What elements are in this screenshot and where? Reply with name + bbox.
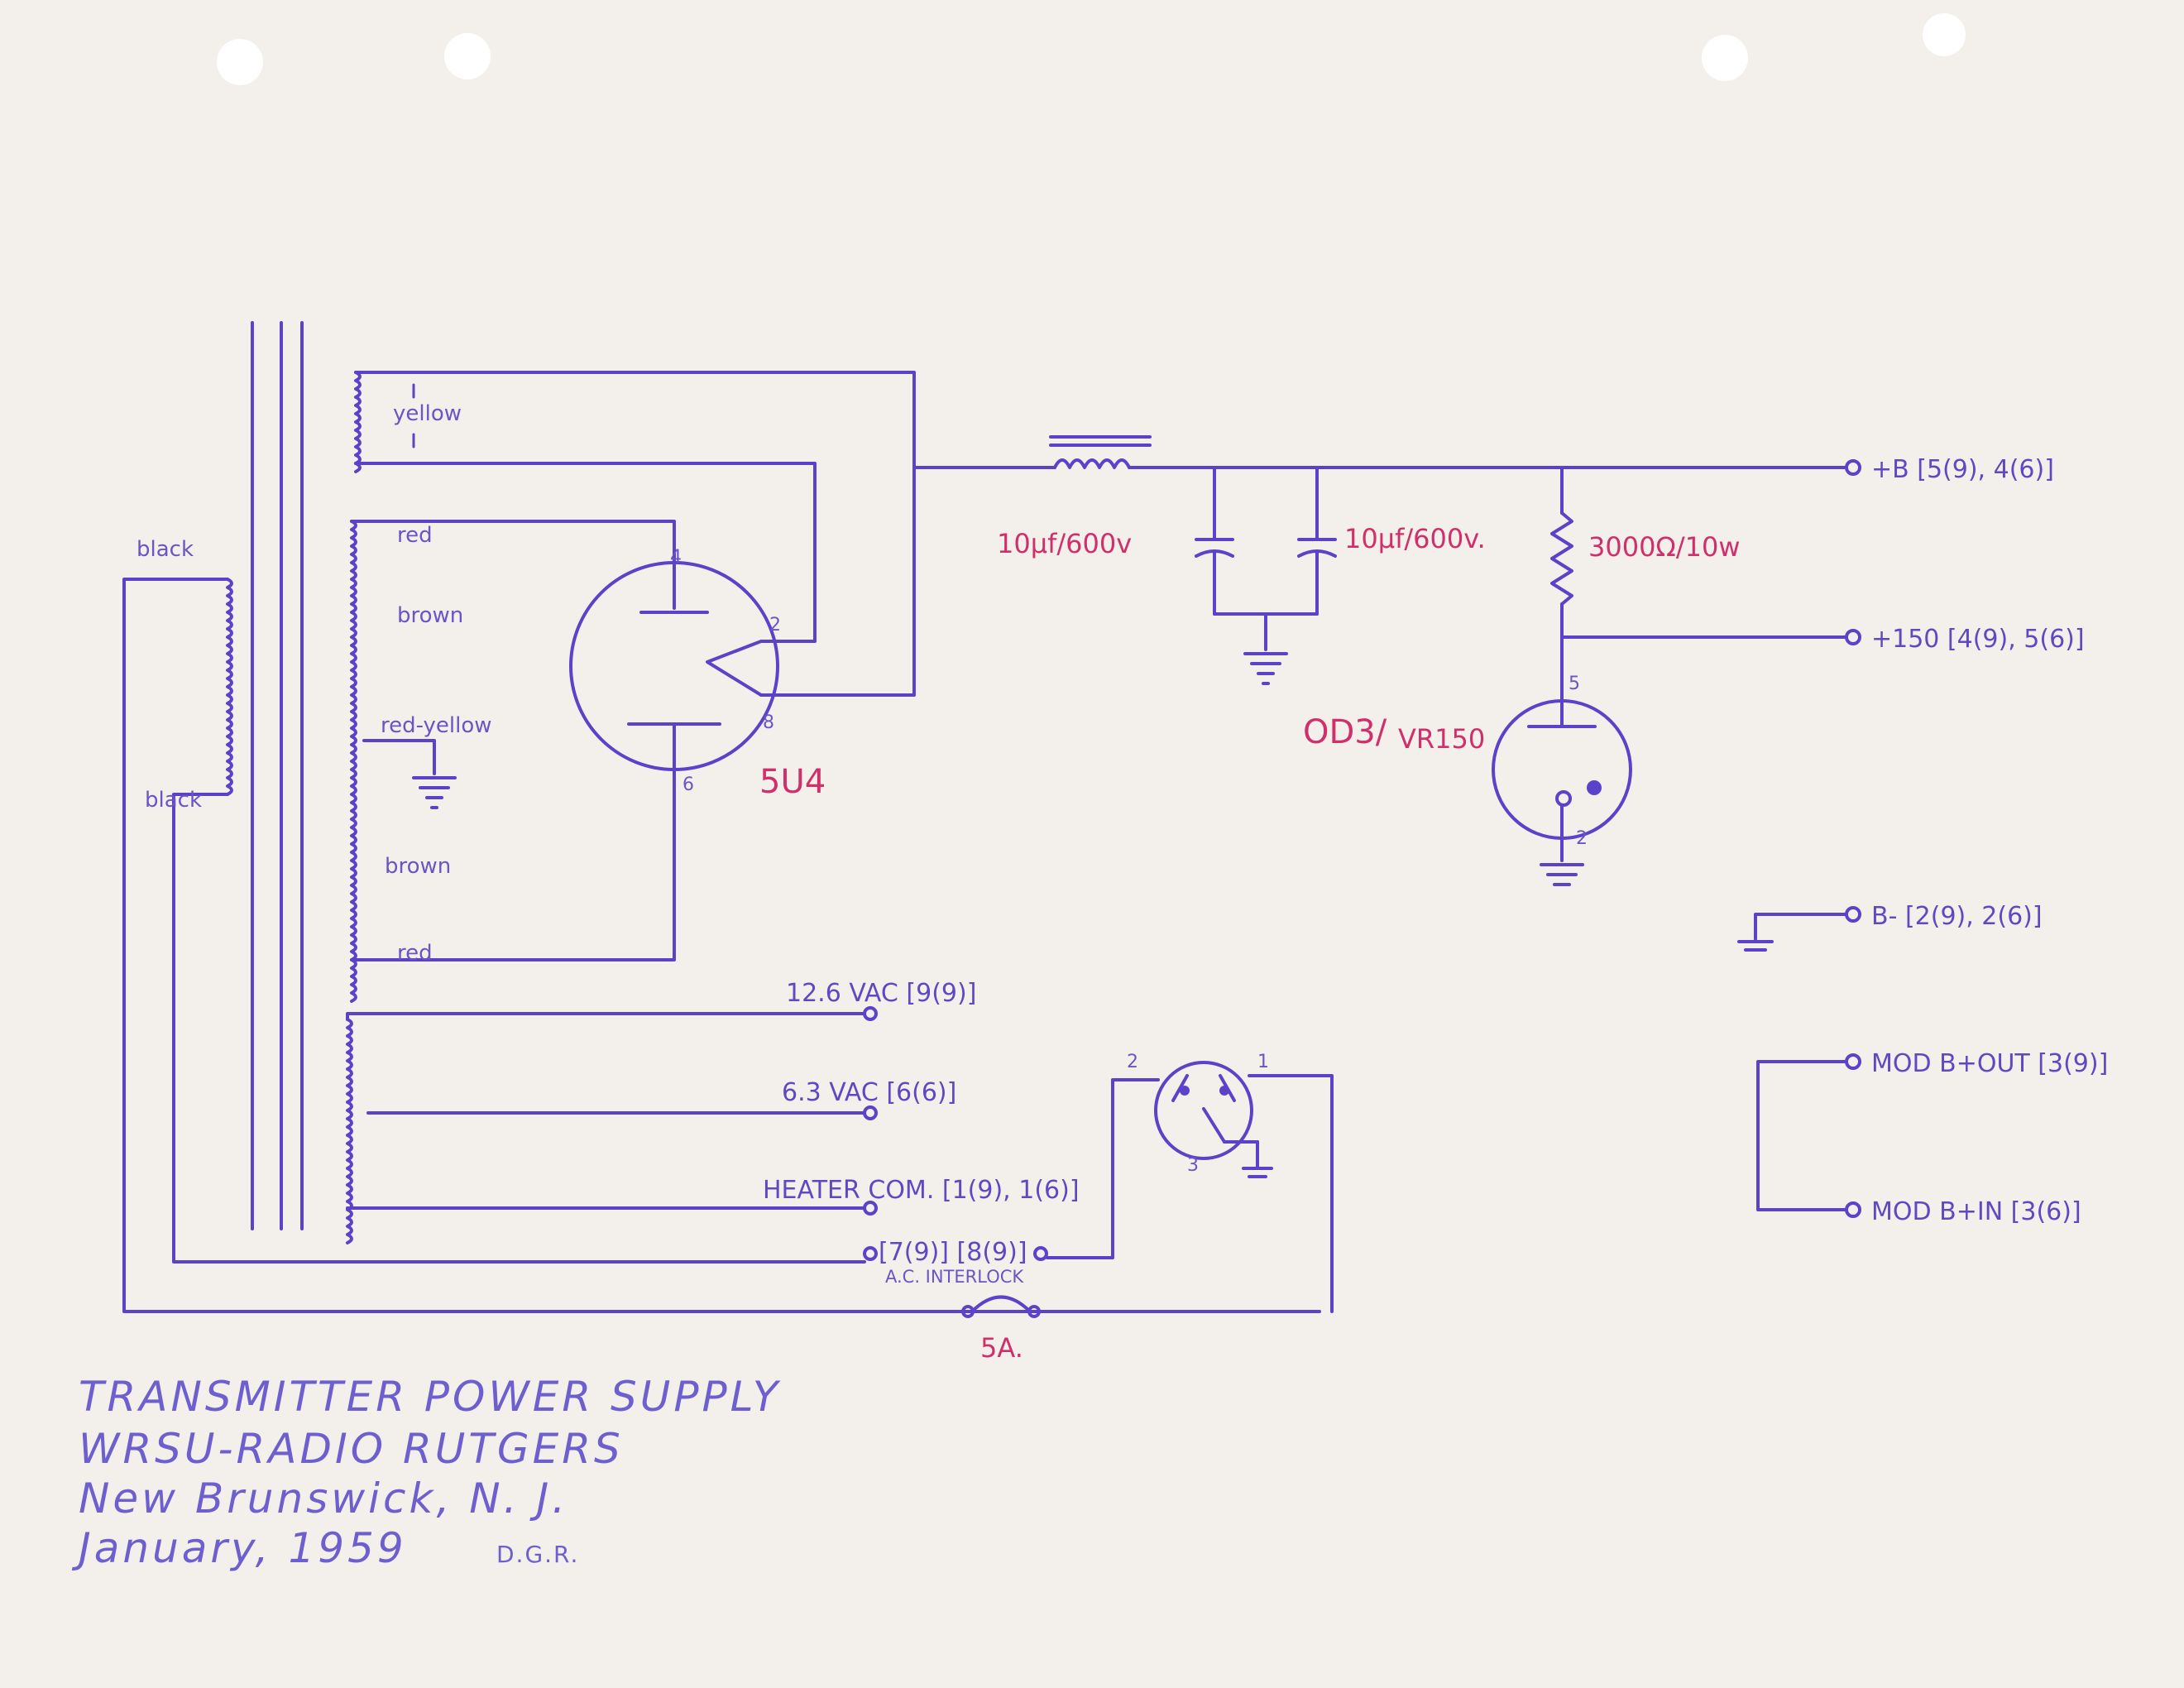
title-line: TRANSMITTER POWER SUPPLY <box>79 1373 781 1421</box>
tap-label: red-yellow <box>381 713 492 738</box>
resistor-label: 3000Ω/10w <box>1588 531 1741 563</box>
fuse-terminal <box>961 1305 975 1318</box>
tap-label: brown <box>385 854 451 879</box>
punch-hole <box>1923 13 1966 56</box>
heater-label: 6.3 VAC [6(6)] <box>782 1078 956 1107</box>
ground-symbol <box>412 776 457 809</box>
transformer-core <box>251 321 304 1230</box>
fuse-label: 5A. <box>980 1332 1023 1364</box>
terminal-interlock <box>1033 1246 1048 1261</box>
interlock-pins: [7(9)] [8(9)] <box>879 1238 1027 1267</box>
filter-capacitor <box>1297 466 1337 616</box>
fuse-terminal <box>1027 1305 1041 1318</box>
switch-pin: 2 <box>1127 1052 1138 1072</box>
heater-12v-wire <box>346 1012 866 1021</box>
ground-symbol <box>1540 863 1584 886</box>
b-minus-line <box>1754 913 1848 941</box>
tap-label: red <box>397 941 433 966</box>
regulator-label: OD3/ <box>1303 713 1387 751</box>
output-label: MOD B+IN [3(6)] <box>1871 1197 2081 1226</box>
output-label: +150 [4(9), 5(6)] <box>1871 625 2085 654</box>
output-label: MOD B+OUT [3(9)] <box>1871 1049 2108 1078</box>
pin-label: 5 <box>1569 674 1580 694</box>
mod-loop <box>1756 1060 1848 1211</box>
primary-wire-bottom <box>172 793 866 1264</box>
interlock-label: A.C. INTERLOCK <box>885 1267 1024 1287</box>
switch-pin: 3 <box>1187 1155 1199 1176</box>
heater-winding <box>346 1018 353 1244</box>
title-line: New Brunswick, N. J. <box>79 1475 568 1523</box>
switch-wire <box>1248 1074 1334 1313</box>
pin-label: 2 <box>1576 828 1588 849</box>
pin-label: 6 <box>682 774 694 795</box>
terminal-b-minus <box>1845 906 1861 923</box>
ground-symbol <box>1737 940 1774 952</box>
primary-top-label: black <box>136 537 194 562</box>
hv-bottom-wire <box>350 722 676 961</box>
capacitor-label: 10µf/600v <box>997 528 1132 559</box>
output-label: +B [5(9), 4(6)] <box>1871 455 2054 484</box>
terminal-heater-com <box>863 1201 878 1216</box>
terminal-6v <box>863 1105 878 1120</box>
filament-label: yellow <box>393 401 462 426</box>
terminal-12v <box>863 1006 878 1021</box>
terminal-plus-150 <box>1845 629 1861 645</box>
pin-label: 8 <box>763 712 774 733</box>
interlock-switch <box>1154 1061 1273 1178</box>
choke-core <box>1049 435 1152 447</box>
pin-label: 4 <box>670 547 682 568</box>
capacitor-label: 10µf/600v. <box>1344 523 1486 554</box>
punch-hole <box>217 39 263 85</box>
tap-label: red <box>397 523 433 548</box>
punch-hole <box>444 33 491 79</box>
fuse <box>970 1295 1032 1313</box>
filament-wire-top <box>354 371 916 697</box>
terminal-mod-out <box>1845 1053 1861 1070</box>
tap-label: brown <box>397 603 463 628</box>
filament-winding <box>354 371 362 473</box>
regulator-tube <box>1492 698 1632 862</box>
rectifier-label: 5U4 <box>759 763 826 801</box>
filament-wire-bottom <box>354 462 817 643</box>
terminal-mod-in <box>1845 1201 1861 1218</box>
primary-winding <box>226 578 233 796</box>
output-label: B- [2(9), 2(6)] <box>1871 902 2043 931</box>
filter-capacitor <box>1195 466 1234 616</box>
rectifier-tube <box>569 561 779 771</box>
interlock-wire <box>1046 1078 1160 1259</box>
author-initials: D.G.R. <box>496 1541 579 1568</box>
hv-top-wire <box>350 520 676 610</box>
regulator-sublabel: VR150 <box>1398 723 1485 755</box>
center-tap-wire <box>362 739 436 775</box>
heater-label: HEATER COM. [1(9), 1(6)] <box>763 1176 1080 1205</box>
terminal-interlock <box>863 1246 878 1261</box>
terminal-b-plus <box>1845 459 1861 476</box>
punch-hole <box>1702 35 1748 81</box>
filter-choke <box>1053 458 1131 469</box>
primary-wire-top <box>122 578 1321 1313</box>
switch-pin: 1 <box>1257 1052 1269 1072</box>
ground-symbol <box>1243 652 1288 685</box>
dropping-resistor <box>1550 466 1573 701</box>
pin-label: 2 <box>769 615 781 635</box>
title-line: January, 1959 <box>71 1524 407 1572</box>
hv-secondary-winding <box>350 520 357 1003</box>
title-line: WRSU-RADIO RUTGERS <box>79 1425 624 1473</box>
primary-bottom-label: black <box>145 788 202 813</box>
heater-label: 12.6 VAC [9(9)] <box>786 979 976 1008</box>
